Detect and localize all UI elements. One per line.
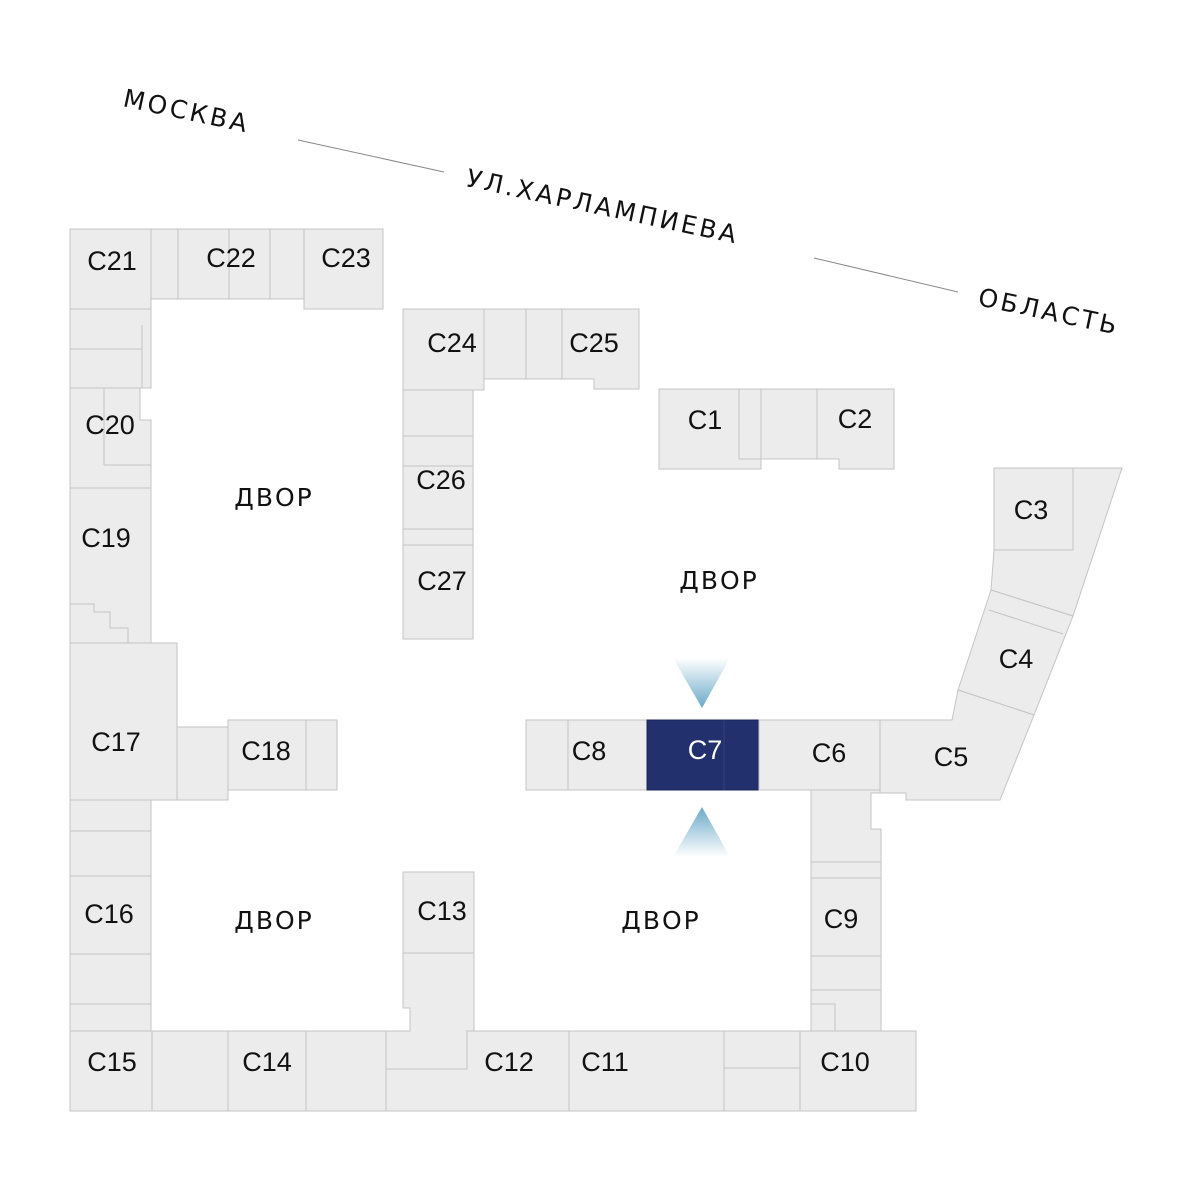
svg-text:С26: С26	[416, 465, 466, 495]
yard-label-northwest: ДВОР	[234, 483, 313, 512]
street-line-2	[813, 257, 959, 293]
svg-text:С10: С10	[820, 1047, 870, 1077]
svg-text:С16: С16	[84, 899, 134, 929]
section-c5[interactable]: С5	[879, 689, 1035, 801]
section-c11[interactable]: С11	[568, 1030, 725, 1112]
section-c19[interactable]: С19	[69, 487, 152, 644]
section-c20[interactable]: С20	[69, 387, 152, 489]
svg-text:С8: С8	[572, 736, 607, 766]
svg-text:С2: С2	[838, 404, 873, 434]
svg-text:С6: С6	[812, 738, 847, 768]
section-c16[interactable]: С16	[69, 875, 152, 1032]
section-c7[interactable]: С7	[646, 719, 760, 791]
yard-label-southeast: ДВОР	[621, 906, 700, 935]
svg-text:С21: С21	[87, 246, 137, 276]
section-c15[interactable]: С15	[69, 1030, 153, 1112]
svg-text:С20: С20	[85, 410, 135, 440]
section-c21[interactable]: С21	[69, 228, 152, 310]
selection-arrow-up-icon	[673, 807, 730, 857]
svg-text:С11: С11	[581, 1047, 629, 1077]
section-c6[interactable]: С6	[758, 719, 882, 863]
street-label-moscow: МОСКВА	[121, 84, 253, 139]
section-c8[interactable]: С8	[525, 719, 648, 791]
section-c12[interactable]: С12	[385, 1030, 570, 1112]
section-c24[interactable]: С24	[402, 308, 527, 391]
section-c10[interactable]: С10	[799, 1030, 917, 1112]
yard-label-northeast: ДВОР	[679, 566, 758, 595]
section-c9-stair	[810, 1003, 836, 1032]
section-c9[interactable]: С9	[810, 861, 882, 1032]
section-west-link	[69, 308, 152, 389]
section-c4[interactable]: С4	[957, 589, 1074, 716]
street-label-harlampieva: УЛ.ХАРЛАМПИЕВА	[464, 164, 742, 250]
street-name: МОСКВА УЛ.ХАРЛАМПИЕВА ОБЛАСТЬ	[121, 84, 1123, 341]
section-c25[interactable]: С25	[525, 308, 640, 390]
svg-text:С17: С17	[91, 727, 141, 757]
section-c2[interactable]: С2	[738, 388, 895, 470]
svg-text:С27: С27	[417, 566, 467, 596]
svg-text:С14: С14	[242, 1047, 292, 1077]
svg-text:С22: С22	[206, 243, 256, 273]
section-c14[interactable]: С14	[151, 1030, 387, 1112]
svg-text:С7: С7	[688, 735, 723, 765]
svg-text:С19: С19	[81, 523, 131, 553]
selection-arrow-down-icon	[673, 658, 730, 708]
section-c3[interactable]: С3	[990, 467, 1123, 617]
street-line-1	[297, 139, 445, 173]
section-west-lower	[69, 799, 152, 877]
svg-text:С3: С3	[1014, 495, 1049, 525]
section-south-link	[723, 1030, 801, 1112]
street-label-oblast: ОБЛАСТЬ	[976, 283, 1123, 341]
svg-text:С13: С13	[417, 896, 467, 926]
svg-text:С25: С25	[569, 328, 619, 358]
section-c27[interactable]: С27	[402, 544, 474, 640]
section-c22[interactable]: С22	[150, 228, 271, 300]
section-c26[interactable]: С26	[402, 389, 474, 546]
svg-text:С24: С24	[427, 328, 477, 358]
svg-text:С15: С15	[87, 1047, 137, 1077]
svg-text:С4: С4	[999, 644, 1034, 674]
svg-text:С23: С23	[321, 243, 371, 273]
svg-text:С1: С1	[688, 405, 723, 435]
svg-text:С18: С18	[241, 736, 291, 766]
svg-text:С5: С5	[934, 742, 969, 772]
yard-label-southwest: ДВОР	[234, 906, 313, 935]
section-c13[interactable]: С13	[385, 871, 475, 1070]
svg-text:С12: С12	[484, 1047, 534, 1077]
section-c23[interactable]: С23	[269, 228, 384, 310]
section-c17[interactable]: С17	[69, 642, 178, 801]
section-c18[interactable]: С18	[176, 719, 338, 801]
svg-text:С9: С9	[824, 904, 859, 934]
